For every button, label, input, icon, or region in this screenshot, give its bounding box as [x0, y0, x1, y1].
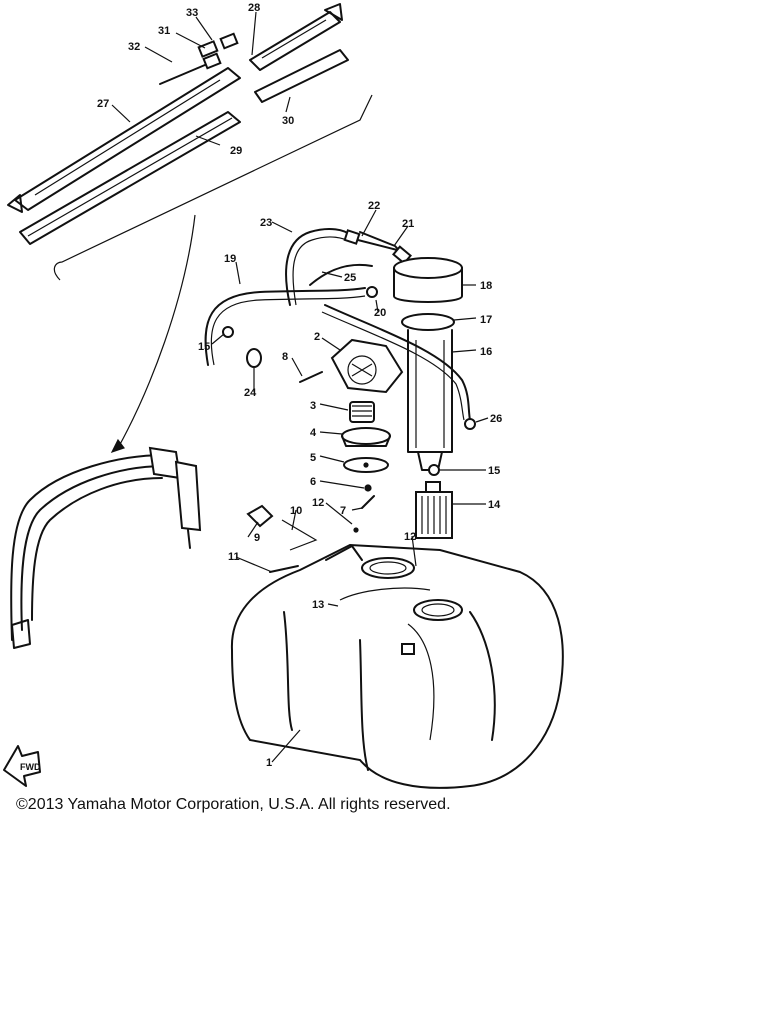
bolt-32: [159, 61, 213, 85]
parts-diagram: FWD: [3, 2, 564, 789]
callout-6: 6: [310, 476, 316, 488]
callout-3: 3: [310, 400, 316, 412]
callout-28: 28: [248, 2, 260, 14]
callout-8: 8: [282, 351, 288, 363]
callout-22: 22: [368, 200, 380, 212]
callout-15b: 15: [488, 465, 500, 477]
tank-strap-assembly: [10, 446, 202, 649]
strap-pad-29: [19, 111, 241, 245]
callout-17: 17: [480, 314, 492, 326]
hose-11: [269, 565, 299, 573]
callout-32: 32: [128, 41, 140, 53]
callout-19: 19: [224, 253, 236, 265]
fuel-pump-parts: [299, 338, 404, 509]
fwd-arrow-icon: FWD: [3, 745, 41, 787]
callout-13: 13: [312, 599, 324, 611]
fuel-hoses: [204, 227, 476, 430]
callout-23: 23: [260, 217, 272, 229]
callout-20: 20: [374, 307, 386, 319]
callout-14: 14: [488, 499, 501, 511]
callout-1: 1: [266, 757, 272, 769]
callout-7: 7: [340, 505, 346, 517]
copyright-notice: ©2013 Yamaha Motor Corporation, U.S.A. A…: [16, 796, 451, 813]
callout-31: 31: [158, 25, 170, 37]
callout-30: 30: [282, 115, 294, 127]
callout-10: 10: [290, 505, 302, 517]
callout-29: 29: [230, 145, 242, 157]
callout-21: 21: [402, 218, 414, 230]
callout-4: 4: [310, 427, 317, 439]
fuel-sender-unit: [393, 257, 463, 471]
fwd-label: FWD: [20, 762, 41, 772]
callout-5: 5: [310, 452, 316, 464]
callout-15a: 15: [198, 341, 210, 353]
callout-25: 25: [344, 272, 356, 284]
strap-pad-30: [254, 49, 349, 103]
strap-27: [14, 67, 241, 211]
callout-24: 24: [244, 387, 257, 399]
cap-9: [246, 504, 274, 528]
strap-kit-inset: [7, 3, 373, 281]
callout-2: 2: [314, 331, 320, 343]
leader-lines: [111, 11, 489, 763]
collar-33: [219, 32, 239, 50]
strap-28: [249, 11, 341, 71]
collar-31: [197, 40, 219, 58]
callout-27: 27: [97, 98, 109, 110]
callout-12b: 12: [404, 531, 416, 543]
callout-labels: 33 28 31 32 27 30 29 23 22 21 19 25 20 1…: [97, 2, 502, 769]
callout-33: 33: [186, 7, 198, 19]
grommet-24: [246, 348, 262, 368]
callout-16: 16: [480, 346, 492, 358]
fuel-filter-14: [415, 464, 453, 539]
callout-18: 18: [480, 280, 492, 292]
callout-11: 11: [228, 551, 240, 563]
callout-9: 9: [254, 532, 260, 544]
callout-12a: 12: [312, 497, 324, 509]
fuel-tank: [230, 543, 564, 789]
callout-26: 26: [490, 413, 502, 425]
